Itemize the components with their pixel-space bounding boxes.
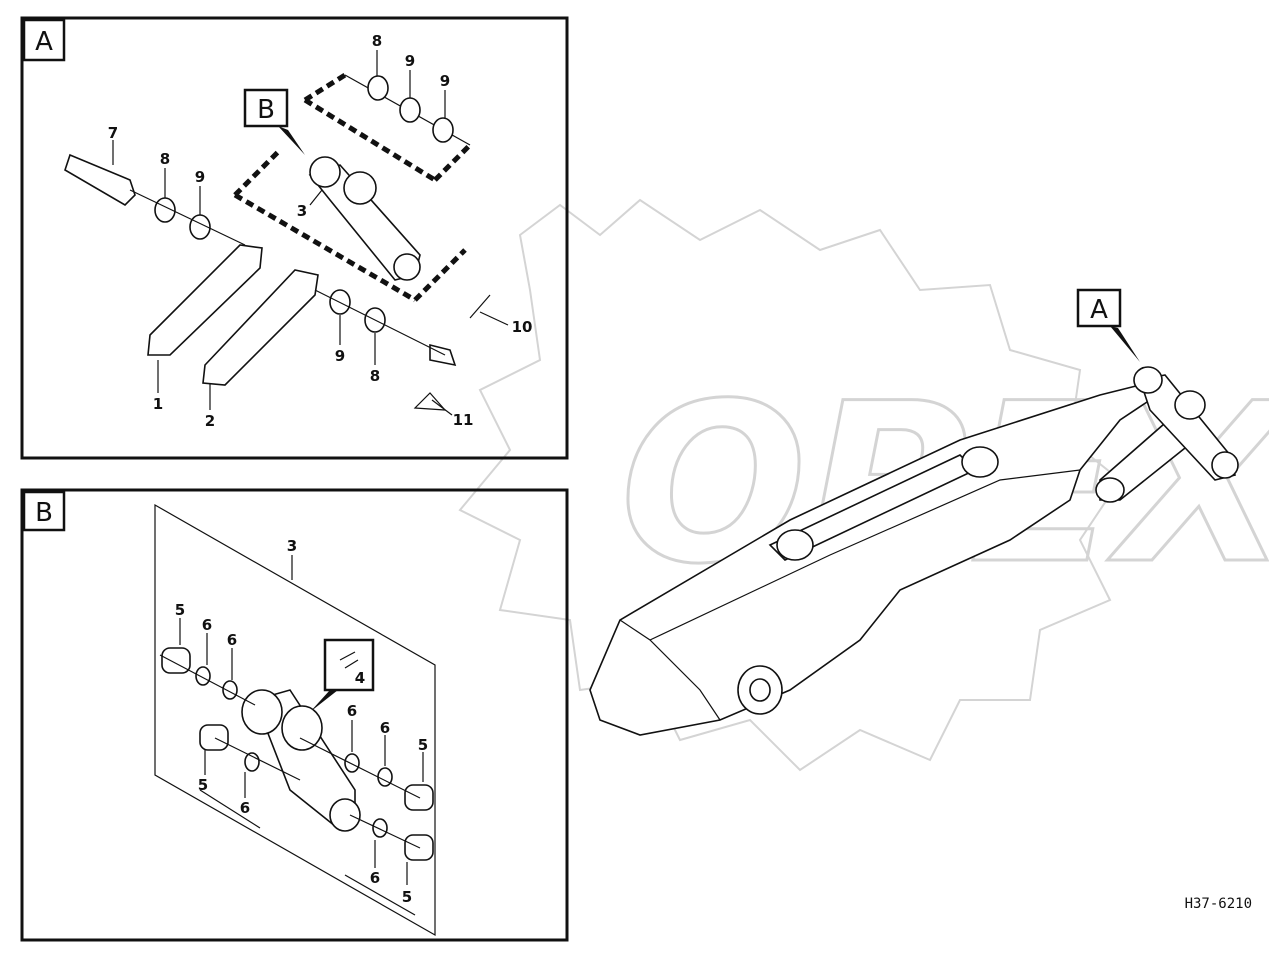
cotter-pin-part: [413, 392, 447, 411]
boom-pivot-hole: [749, 678, 771, 702]
drawing-code: H37-6210: [1185, 896, 1252, 912]
callout-number: 6: [380, 719, 390, 737]
boom-edge: [619, 619, 721, 721]
axis-line: [299, 737, 421, 799]
axis-line: [349, 814, 421, 849]
seal-part: [195, 666, 211, 686]
leader-line: [309, 189, 323, 206]
callout-number: 5: [418, 736, 428, 754]
boom-edge: [649, 469, 1081, 641]
boom-drawing: A: [589, 288, 1239, 736]
callout-number: 3: [287, 537, 297, 555]
link-3-boss: [309, 156, 341, 188]
panel-b-frame: [20, 488, 569, 942]
watermark-gear-outline: [458, 198, 1122, 772]
callout-number: 6: [347, 702, 357, 720]
leader-line: [479, 311, 509, 326]
panel-b-tag-box: [22, 490, 66, 532]
washer-part: [367, 75, 389, 101]
grease-fitting-icon: [339, 651, 359, 669]
callout-number: 6: [370, 869, 380, 887]
link-3-boss: [343, 171, 377, 205]
callout-number: 4: [355, 669, 365, 687]
panel-b-tag: B: [35, 498, 53, 528]
callout-number: 5: [402, 888, 412, 906]
end-link-boss: [1211, 451, 1239, 479]
end-link-part: [1138, 374, 1236, 481]
seal-part: [222, 680, 238, 700]
callout-number: 9: [195, 168, 205, 186]
group-line: [344, 874, 416, 916]
seal-part: [344, 753, 360, 773]
callout-number: 9: [335, 347, 345, 365]
callout-number: 11: [453, 411, 474, 429]
panel-a-frame: [20, 16, 569, 460]
callout-number: 9: [440, 72, 450, 90]
callout-number: 5: [175, 601, 185, 619]
washer-part: [432, 117, 454, 143]
pin-part: [64, 153, 136, 207]
bushing-part: [199, 724, 229, 751]
callout-number: 5: [198, 776, 208, 794]
panel-b: B: [20, 488, 569, 942]
axis-line: [159, 654, 256, 706]
panel-a-tag-box: [22, 18, 66, 62]
link-group-bracket: [233, 148, 467, 303]
axis-line: [214, 737, 301, 781]
callout-number: 8: [372, 32, 382, 50]
link-2-part: [202, 269, 319, 386]
link-1-part: [147, 244, 263, 356]
boom-a-pointer: [1110, 326, 1140, 362]
callout-number: 6: [227, 631, 237, 649]
assembly-outline: [154, 503, 436, 937]
callout-number: 9: [405, 52, 415, 70]
bolt-part: [469, 294, 491, 319]
callout-number: 1: [153, 395, 163, 413]
washer-part: [399, 97, 421, 123]
callout-number: 3: [297, 202, 307, 220]
panel-a: A B: [20, 16, 569, 460]
group-line: [199, 789, 261, 829]
link-boss: [281, 705, 323, 751]
axis-line: [129, 189, 246, 246]
callout-number: 8: [160, 150, 170, 168]
detail-b-tag-box: [243, 88, 289, 128]
link-boss: [241, 689, 283, 735]
callout-number: 7: [108, 124, 118, 142]
end-link-boss: [1174, 390, 1206, 420]
link-boss: [329, 798, 361, 832]
callout-number: 10: [512, 318, 533, 336]
link-3-boss: [393, 253, 421, 281]
leader-line: [431, 399, 453, 416]
end-link-boss: [1133, 366, 1163, 394]
detail-b-pointer: [278, 126, 305, 155]
cylinder-end: [776, 529, 814, 561]
callout-number: 6: [202, 616, 212, 634]
boom-a-tag-box: [1076, 288, 1122, 328]
detail-4-pointer: [310, 690, 338, 712]
boom-body: [589, 384, 1152, 736]
washer-group-bracket: [303, 72, 472, 183]
callout-number: 2: [205, 412, 215, 430]
callout-number: 8: [370, 367, 380, 385]
axis-line: [314, 289, 446, 356]
seal-part: [372, 818, 388, 838]
end-link-boss: [1095, 477, 1125, 503]
cylinder-end: [961, 446, 999, 478]
boom-a-tag: A: [1090, 295, 1108, 325]
pin-part: [429, 343, 457, 367]
callout-number: 6: [240, 799, 250, 817]
detail-b-tag: B: [257, 95, 275, 125]
panel-a-tag: A: [35, 27, 53, 57]
